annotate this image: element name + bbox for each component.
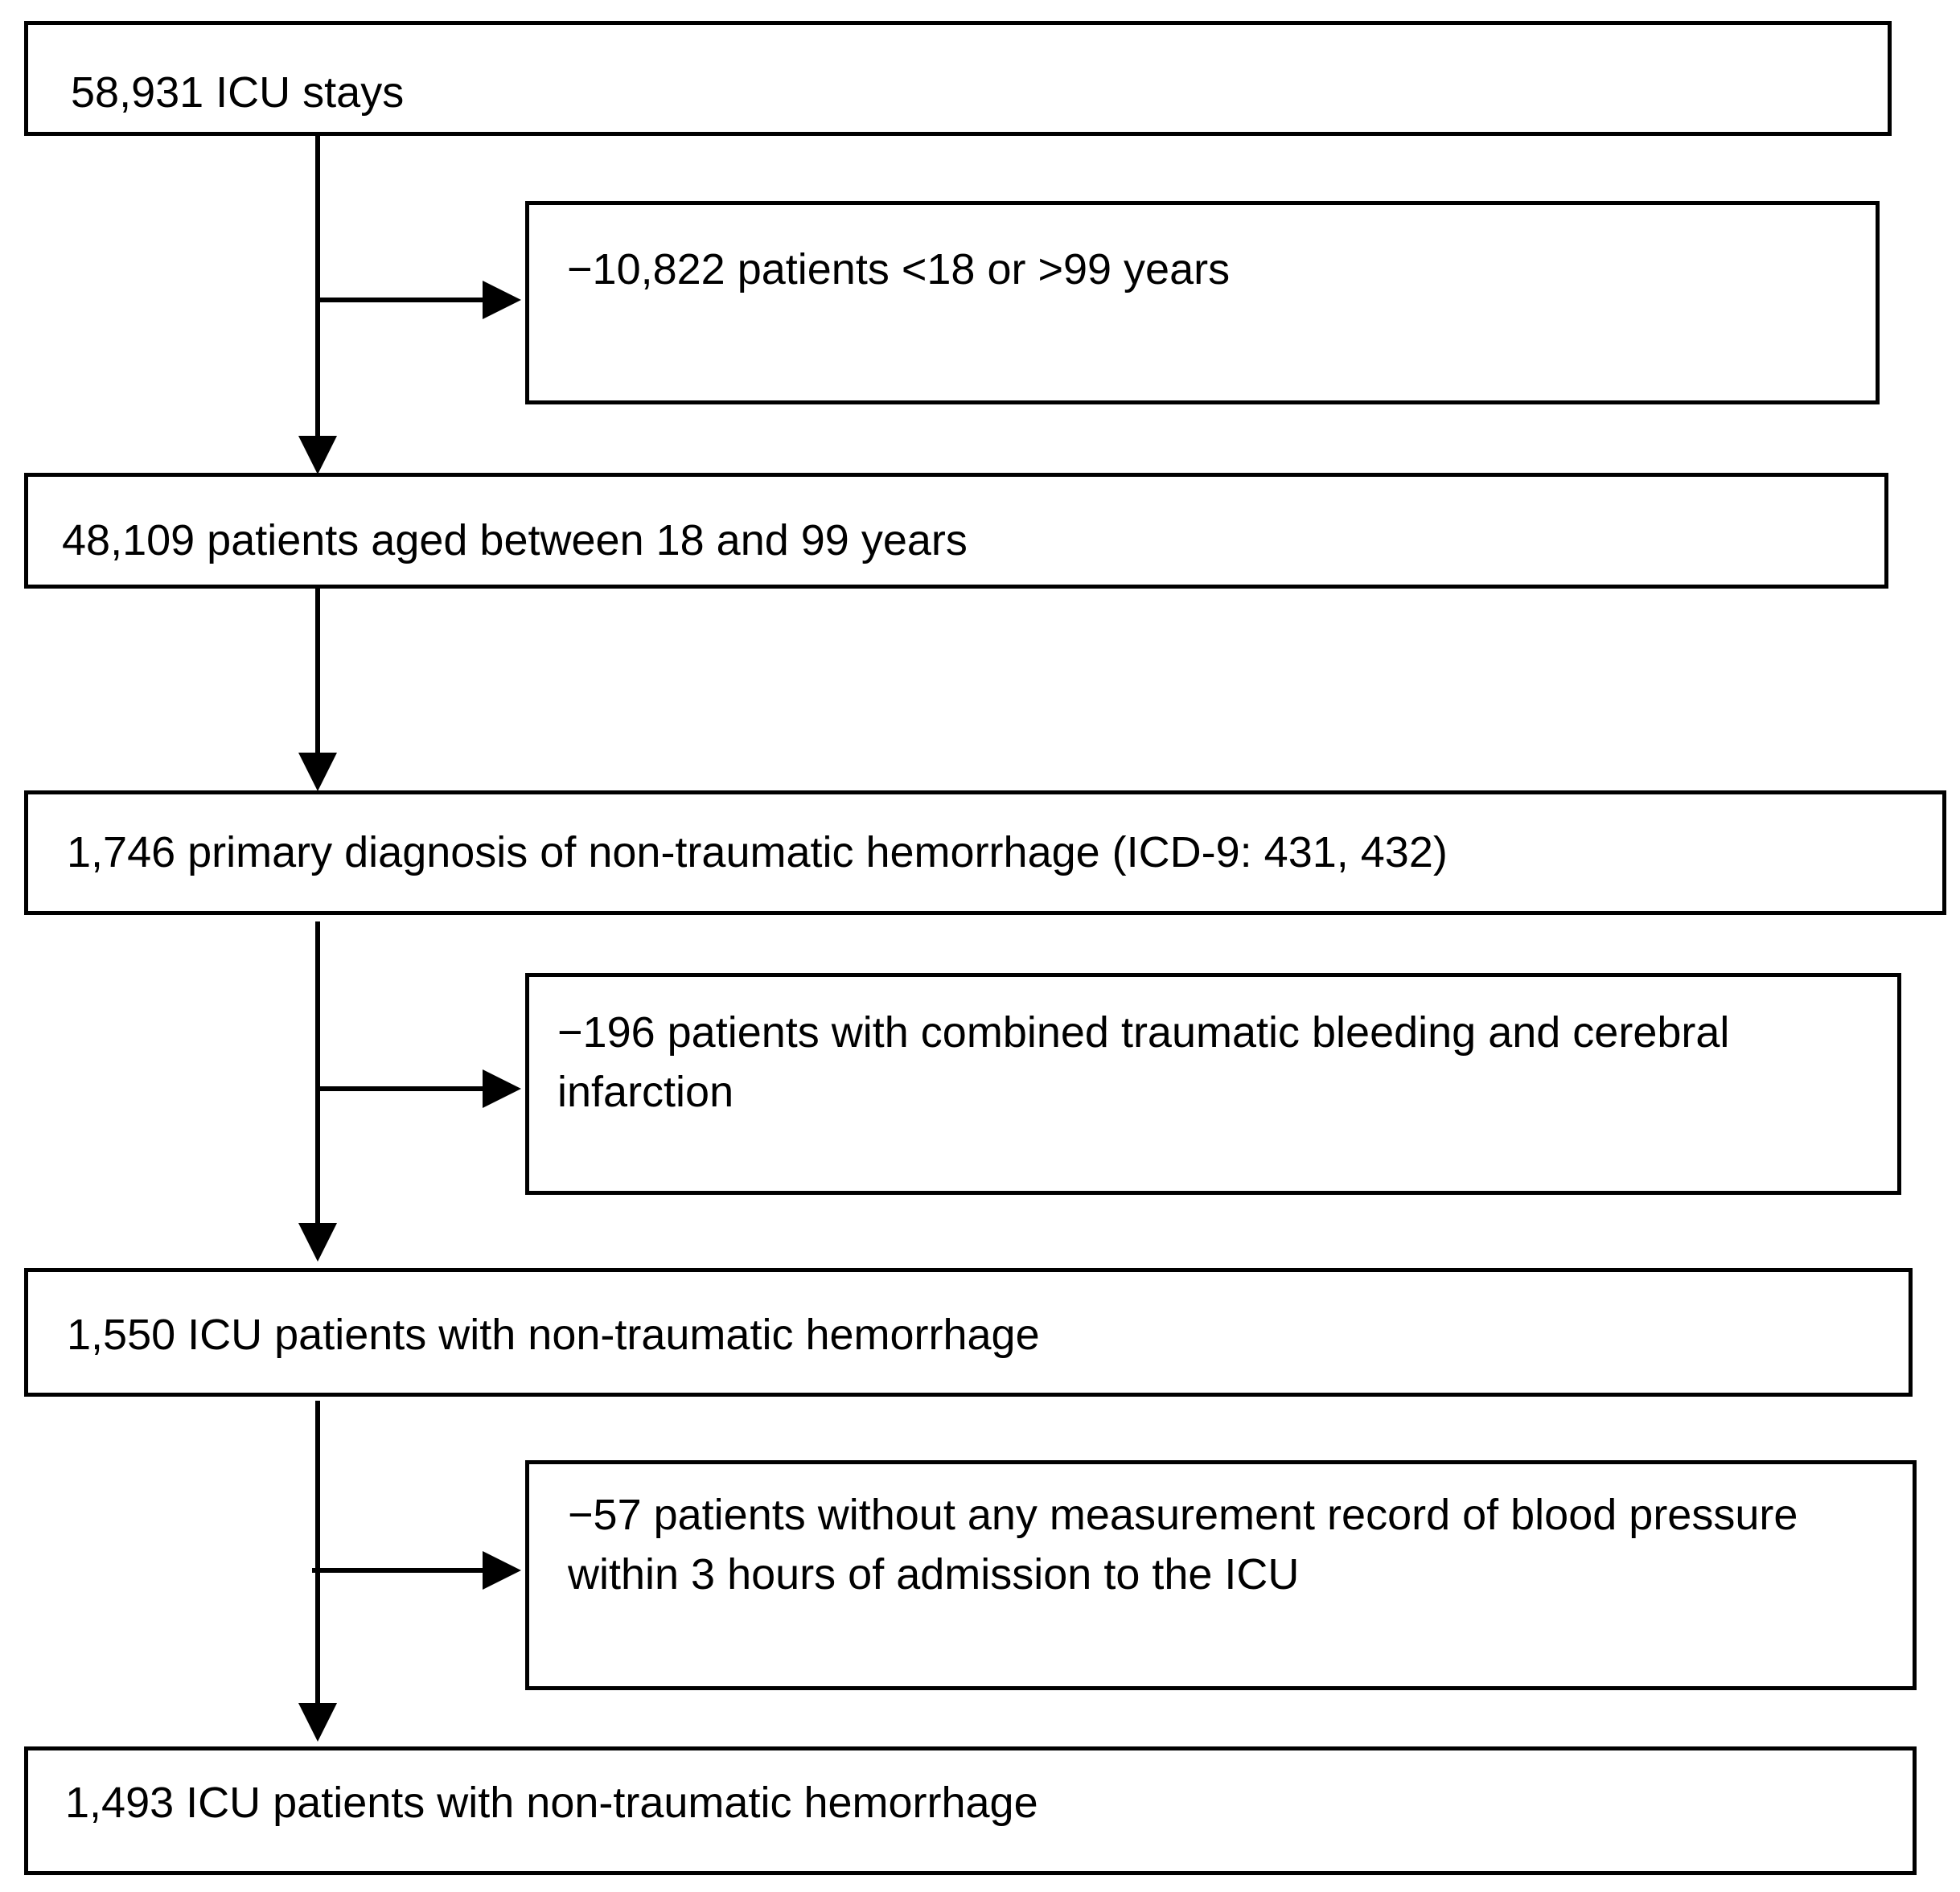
step-primary-diagnosis: 1,746 primary diagnosis of non-traumatic… — [24, 790, 1946, 915]
step-icu-stays-label: 58,931 ICU stays — [71, 68, 405, 117]
exclusion-no-bp: −57 patients without any measurement rec… — [525, 1460, 1917, 1690]
exclusion-combined: −196 patients with combined traumatic bl… — [525, 973, 1901, 1195]
step-final-cohort-label: 1,493 ICU patients with non-traumatic he… — [65, 1779, 1038, 1827]
step-final-cohort: 1,493 ICU patients with non-traumatic he… — [24, 1746, 1917, 1875]
step-icu-stays: 58,931 ICU stays — [24, 21, 1892, 136]
step-nontraumatic-label: 1,550 ICU patients with non-traumatic he… — [67, 1311, 1040, 1359]
step-nontraumatic: 1,550 ICU patients with non-traumatic he… — [24, 1268, 1913, 1397]
exclusion-no-bp-label: −57 patients without any measurement rec… — [568, 1491, 1798, 1599]
step-age-eligible-label: 48,109 patients aged between 18 and 99 y… — [62, 516, 968, 564]
step-primary-diagnosis-label: 1,746 primary diagnosis of non-traumatic… — [67, 828, 1448, 876]
exclusion-combined-label: −196 patients with combined traumatic bl… — [557, 1008, 1730, 1116]
exclusion-age-label: −10,822 patients <18 or >99 years — [567, 245, 1231, 293]
exclusion-age: −10,822 patients <18 or >99 years — [525, 201, 1880, 404]
step-age-eligible: 48,109 patients aged between 18 and 99 y… — [24, 473, 1888, 589]
